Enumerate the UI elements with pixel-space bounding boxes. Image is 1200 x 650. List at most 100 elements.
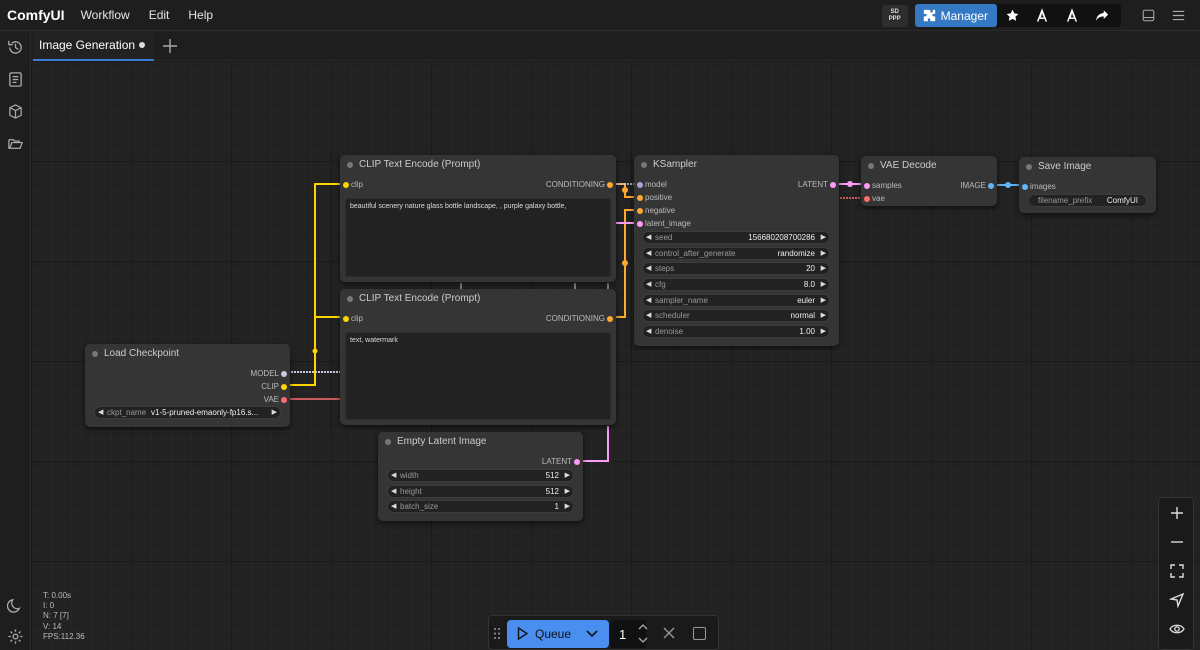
input-negative[interactable]: negative	[637, 206, 675, 215]
output-clip[interactable]: CLIP	[261, 382, 287, 391]
decrement-arrow-icon[interactable]: ◀	[646, 265, 652, 272]
app-logo[interactable]: ComfyUI	[7, 7, 65, 23]
increment-arrow-icon[interactable]: ▶	[564, 488, 570, 495]
decrement-arrow-icon[interactable]: ◀	[98, 409, 104, 416]
toggle-panel-button[interactable]	[1133, 4, 1163, 27]
node-vae-decode[interactable]: VAE Decode samples vae IMAGE	[861, 156, 997, 206]
decrement-arrow-icon[interactable]: ◀	[391, 488, 397, 495]
node-title[interactable]: Load Checkpoint	[85, 344, 290, 365]
decrement-chevron-down-icon[interactable]	[638, 635, 648, 645]
batch-count-input[interactable]: 1	[610, 620, 646, 648]
unsaved-dot-icon[interactable]	[139, 42, 145, 48]
decrement-arrow-icon[interactable]: ◀	[391, 472, 397, 479]
queue-list-icon[interactable]	[7, 71, 24, 88]
sd-ppp-button[interactable]: SD PPP	[881, 4, 908, 27]
history-icon[interactable]	[7, 39, 24, 56]
manager-button[interactable]: Manager	[914, 4, 997, 27]
prompt-textarea[interactable]: text, watermark	[345, 332, 611, 420]
tab-image-generation[interactable]: Image Generation	[33, 31, 154, 61]
input-positive[interactable]: positive	[637, 193, 672, 202]
menu-edit[interactable]: Edit	[148, 8, 170, 22]
node-clip-text-encode-positive[interactable]: CLIP Text Encode (Prompt) clip CONDITION…	[340, 155, 616, 282]
increment-arrow-icon[interactable]: ▶	[820, 312, 826, 319]
increment-arrow-icon[interactable]: ▶	[820, 265, 826, 272]
fit-view-icon[interactable]	[1169, 563, 1185, 579]
decrement-arrow-icon[interactable]: ◀	[646, 281, 652, 288]
increment-arrow-icon[interactable]: ▶	[820, 234, 826, 241]
output-conditioning[interactable]: CONDITIONING	[546, 314, 613, 323]
zoom-in-plus-icon[interactable]	[1169, 505, 1185, 521]
input-latent-image[interactable]: latent_image	[637, 219, 691, 228]
increment-arrow-icon[interactable]: ▶	[271, 409, 277, 416]
cancel-x-icon[interactable]	[662, 626, 676, 640]
input-model[interactable]: model	[637, 180, 667, 189]
input-samples[interactable]: samples	[864, 181, 902, 190]
figure-button-2[interactable]	[1057, 4, 1087, 27]
settings-gear-icon[interactable]	[7, 628, 24, 645]
hamburger-menu-button[interactable]	[1163, 4, 1193, 27]
add-tab-plus-icon[interactable]	[161, 37, 179, 55]
decrement-arrow-icon[interactable]: ◀	[646, 250, 652, 257]
input-vae[interactable]: vae	[864, 194, 885, 203]
star-button[interactable]	[997, 4, 1027, 27]
input-clip[interactable]: clip	[343, 314, 363, 323]
increment-arrow-icon[interactable]: ▶	[820, 297, 826, 304]
node-title[interactable]: CLIP Text Encode (Prompt)	[340, 289, 616, 310]
decrement-arrow-icon[interactable]: ◀	[646, 328, 652, 335]
figure-button-1[interactable]	[1027, 4, 1057, 27]
node-title[interactable]: CLIP Text Encode (Prompt)	[340, 155, 616, 176]
increment-chevron-up-icon[interactable]	[638, 622, 648, 632]
zoom-out-minus-icon[interactable]	[1169, 534, 1185, 550]
decrement-arrow-icon[interactable]: ◀	[646, 297, 652, 304]
menu-help[interactable]: Help	[188, 8, 214, 22]
stop-square-icon[interactable]	[693, 627, 706, 640]
navigate-arrow-icon[interactable]	[1169, 592, 1185, 608]
node-ksampler[interactable]: KSampler model positive negative latent_…	[634, 155, 839, 346]
folder-open-icon[interactable]	[7, 135, 24, 152]
share-button[interactable]	[1087, 4, 1117, 27]
menu-workflow[interactable]: Workflow	[80, 8, 130, 22]
input-images[interactable]: images	[1022, 182, 1056, 191]
increment-arrow-icon[interactable]: ▶	[820, 281, 826, 288]
increment-arrow-icon[interactable]: ▶	[820, 250, 826, 257]
input-clip[interactable]: clip	[343, 180, 363, 189]
eye-visibility-icon[interactable]	[1169, 621, 1185, 637]
output-image[interactable]: IMAGE	[960, 181, 994, 190]
node-title[interactable]: KSampler	[634, 155, 839, 176]
node-clip-text-encode-negative[interactable]: CLIP Text Encode (Prompt) clip CONDITION…	[340, 289, 616, 425]
moon-icon[interactable]	[7, 597, 24, 614]
increment-arrow-icon[interactable]: ▶	[564, 472, 570, 479]
output-conditioning[interactable]: CONDITIONING	[546, 180, 613, 189]
node-title[interactable]: VAE Decode	[861, 156, 997, 177]
queue-button[interactable]: Queue	[507, 620, 609, 648]
chevron-down-icon[interactable]	[586, 630, 598, 638]
drag-handle-icon[interactable]	[493, 627, 501, 640]
prompt-textarea[interactable]: beautiful scenery nature glass bottle la…	[345, 198, 611, 277]
output-vae[interactable]: VAE	[264, 395, 287, 404]
node-title[interactable]: Empty Latent Image	[378, 432, 583, 453]
decrement-arrow-icon[interactable]: ◀	[391, 503, 397, 510]
increment-arrow-icon[interactable]: ▶	[564, 503, 570, 510]
node-title[interactable]: Save Image	[1019, 157, 1156, 178]
node-load-checkpoint[interactable]: Load Checkpoint MODEL CLIP VAE ◀ckpt_nam…	[85, 344, 290, 427]
output-latent[interactable]: LATENT	[542, 457, 580, 466]
output-latent[interactable]: LATENT	[798, 180, 836, 189]
output-model[interactable]: MODEL	[251, 369, 287, 378]
model-library-icon[interactable]	[7, 103, 24, 120]
decrement-arrow-icon[interactable]: ◀	[646, 312, 652, 319]
increment-arrow-icon[interactable]: ▶	[820, 328, 826, 335]
